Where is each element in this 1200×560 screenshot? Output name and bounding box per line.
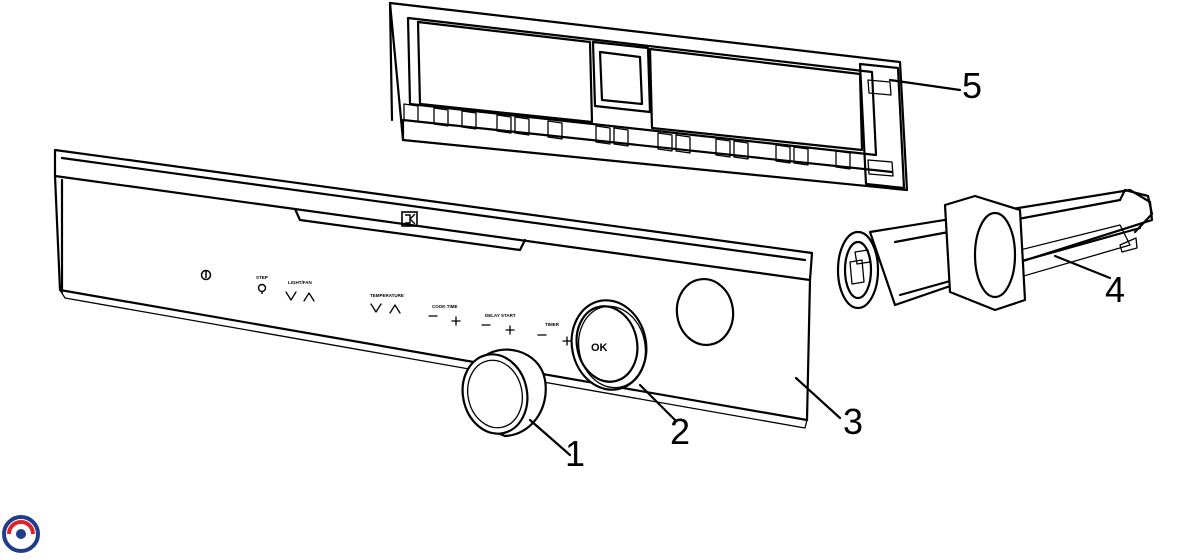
label-delay-start: DELAY START	[485, 313, 516, 318]
callout-2: 2	[670, 411, 690, 452]
rotary-knob[interactable]	[455, 348, 547, 440]
right-display-circle	[675, 277, 735, 347]
ok-label: OK	[591, 342, 608, 354]
display-frame	[388, 1, 909, 192]
label-light-fan: LIGHT/FAN	[288, 280, 312, 285]
callout-1: 1	[565, 433, 585, 474]
arrow-up-icon-2[interactable]	[389, 304, 401, 314]
arrow-up-icon-1[interactable]	[303, 292, 315, 302]
light-icon[interactable]	[257, 283, 267, 295]
plus-icon-1[interactable]	[451, 316, 461, 326]
label-step: STEP	[256, 275, 268, 280]
plus-icon-3[interactable]	[562, 336, 572, 346]
hinge-bracket	[836, 188, 1154, 312]
callout-3: 3	[843, 401, 863, 442]
leader-lines	[528, 78, 1112, 457]
watermark-logo-icon	[2, 515, 40, 553]
brand-logo-icon	[401, 211, 418, 227]
control-panel: STEP LIGHT/FAN TEMPERATURE COOK TIME DEL…	[53, 148, 814, 429]
label-timer: TIMER	[545, 322, 560, 327]
callout-4: 4	[1105, 269, 1125, 310]
label-cook-time: COOK TIME	[432, 304, 458, 309]
label-temperature: TEMPERATURE	[370, 293, 404, 298]
plus-icon-2[interactable]	[505, 325, 515, 335]
arrow-down-icon-2[interactable]	[370, 303, 382, 313]
frame-teeth	[403, 103, 851, 170]
ok-knob-ring[interactable]: OK	[563, 293, 654, 396]
callout-5: 5	[962, 65, 982, 106]
power-icon[interactable]	[200, 269, 212, 281]
arrow-down-icon-1[interactable]	[285, 291, 297, 301]
